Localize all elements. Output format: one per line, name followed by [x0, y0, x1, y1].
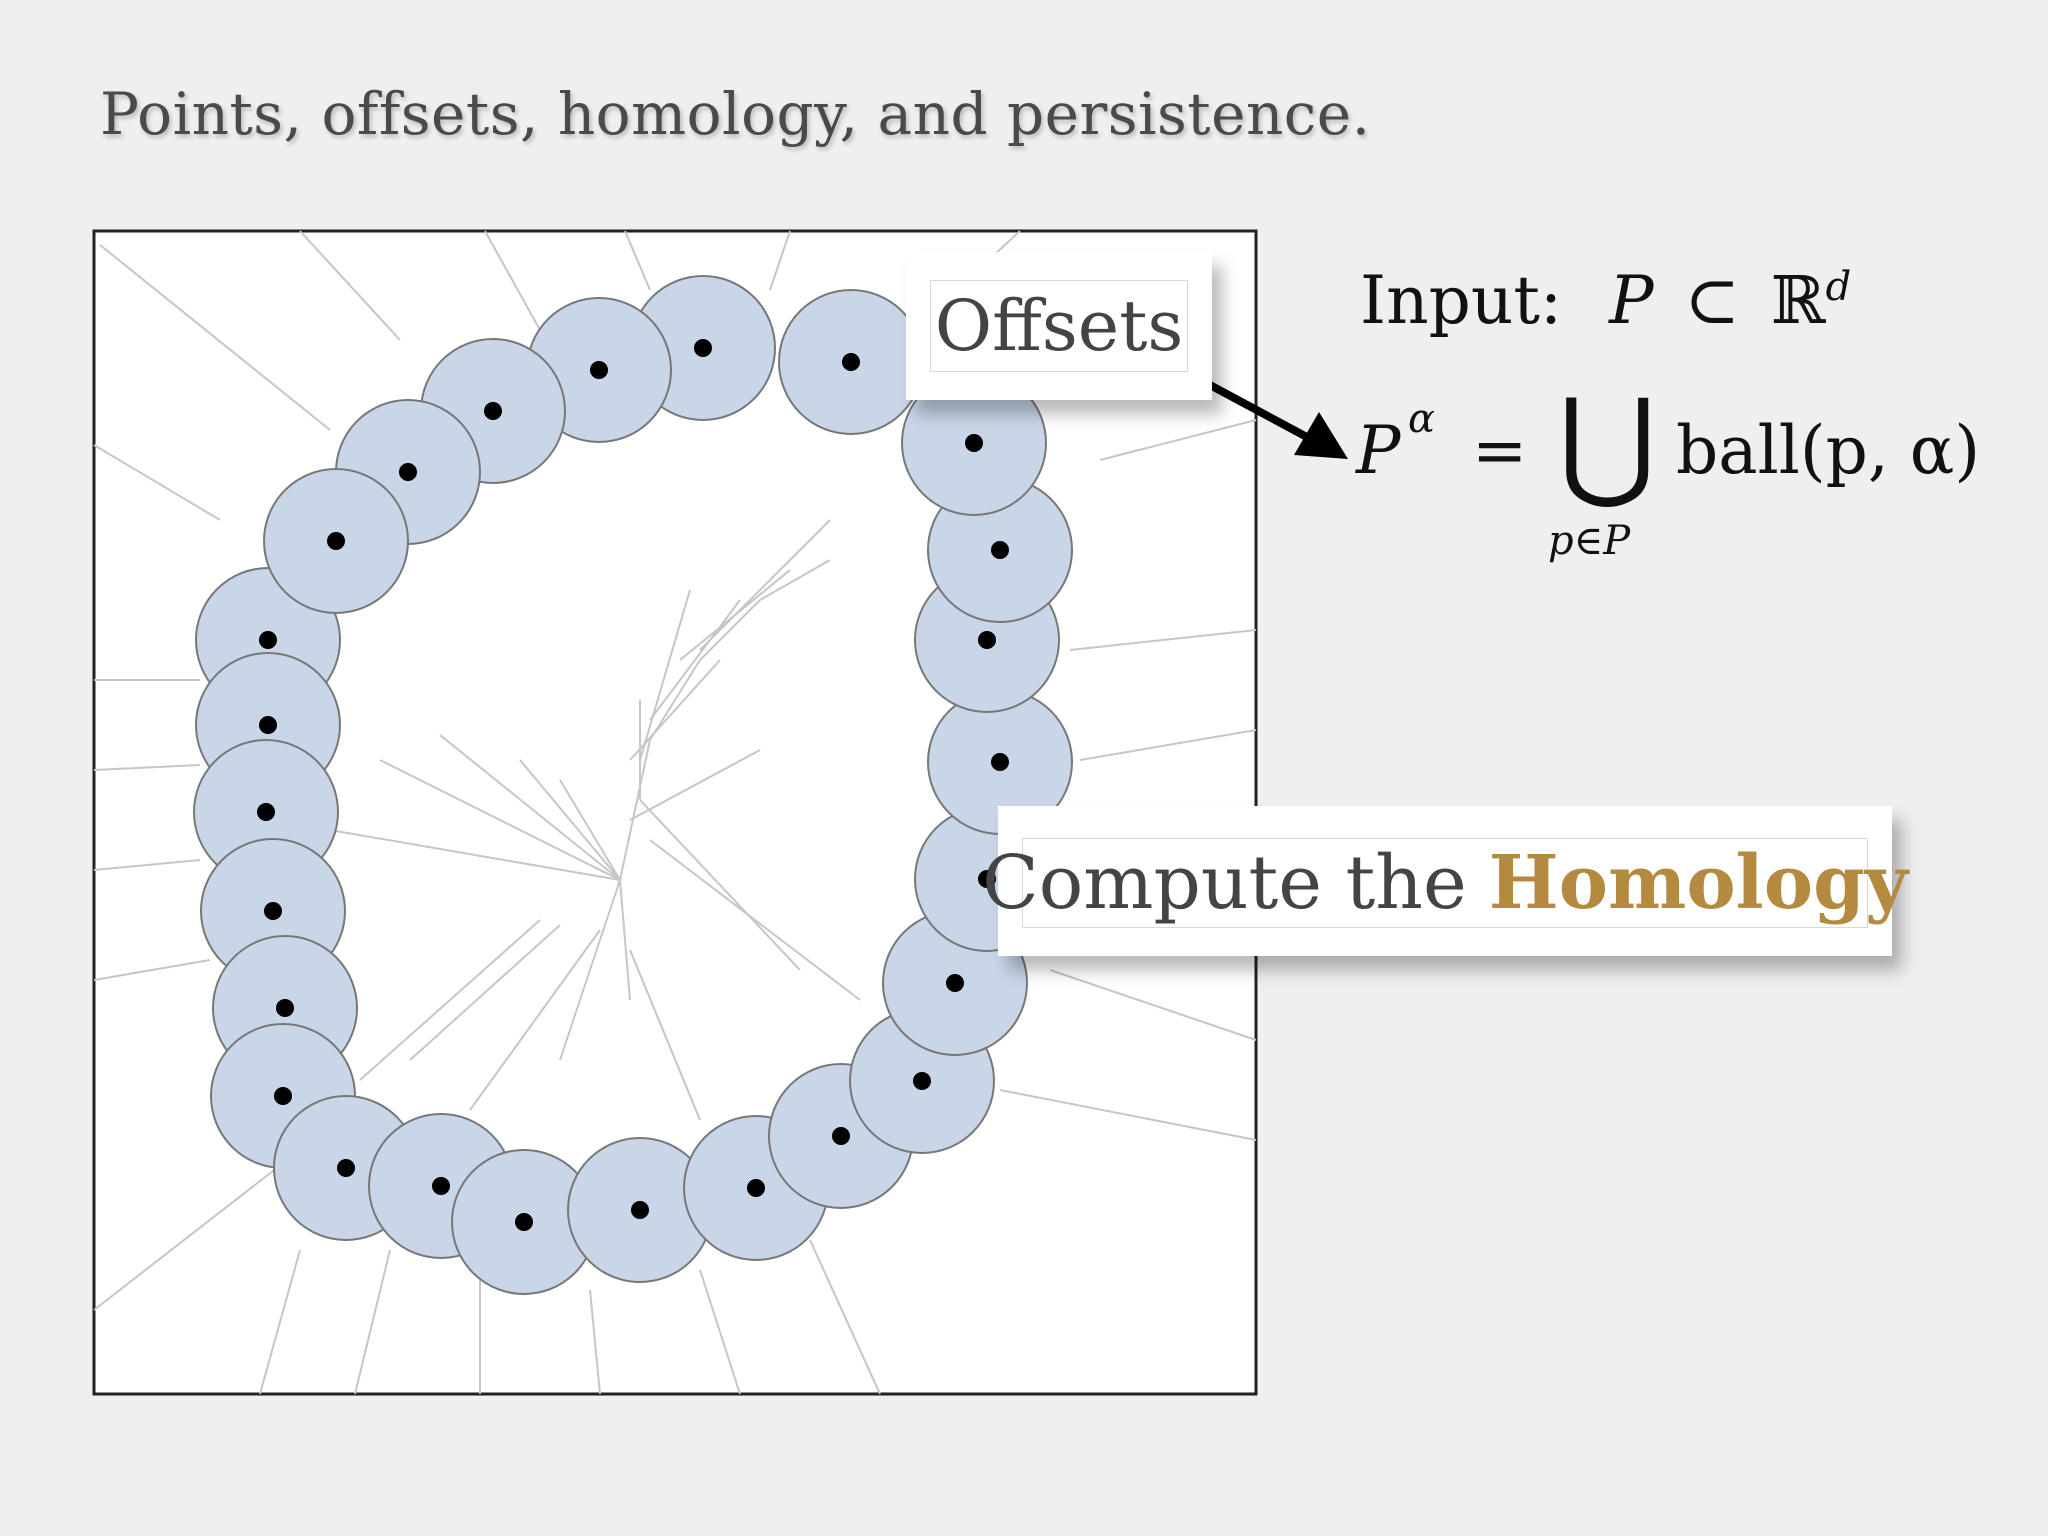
- input-point: [832, 1127, 850, 1145]
- voronoi-edge: [759, 559, 831, 601]
- homology-highlight: Homology: [1488, 840, 1908, 926]
- voronoi-edge: [93, 959, 211, 981]
- input-point: [946, 974, 964, 992]
- input-point: [747, 1179, 765, 1197]
- input-point: [631, 1201, 649, 1219]
- voronoi-edge: [559, 879, 621, 1061]
- voronoi-edge: [699, 1269, 741, 1395]
- voronoi-edges: [93, 230, 1257, 1395]
- voronoi-edge: [639, 589, 691, 761]
- voronoi-edge: [379, 759, 621, 881]
- voronoi-edge: [484, 230, 541, 331]
- input-points: [257, 339, 1009, 1231]
- voronoi-edge: [999, 1089, 1257, 1141]
- voronoi-edge: [93, 1149, 301, 1311]
- voronoi-edge: [99, 244, 331, 431]
- input-label: Input:: [1360, 262, 1563, 339]
- voronoi-edge: [769, 230, 791, 291]
- input-point: [259, 631, 277, 649]
- voronoi-edge: [299, 230, 401, 341]
- voronoi-edge: [1079, 729, 1257, 761]
- voronoi-edge: [619, 879, 631, 1001]
- input-point: [259, 716, 277, 734]
- voronoi-edge: [519, 759, 621, 881]
- voronoi-edge: [559, 779, 621, 881]
- offsets-label: Offsets: [930, 280, 1188, 372]
- union-symbol: ⋃: [1558, 374, 1657, 513]
- slide-title: Points, offsets, homology, and persisten…: [100, 80, 1371, 148]
- input-point: [327, 532, 345, 550]
- input-formula: Input: P ⊂ ℝd: [1360, 262, 1851, 339]
- voronoi-edge: [354, 1249, 391, 1395]
- offset-lhs: P: [1356, 412, 1401, 489]
- voronoi-edge: [639, 799, 801, 971]
- input-point: [978, 870, 996, 888]
- input-point: [991, 753, 1009, 771]
- voronoi-edge: [93, 444, 221, 521]
- voronoi-edge: [329, 829, 621, 881]
- voronoi-edge: [1049, 969, 1257, 1041]
- offsets-arrow-head: [1294, 412, 1348, 459]
- voronoi-edge: [1099, 419, 1257, 461]
- input-point: [276, 999, 294, 1017]
- input-point: [842, 353, 860, 371]
- voronoi-edge: [439, 734, 621, 881]
- input-point: [264, 902, 282, 920]
- input-point: [694, 339, 712, 357]
- voronoi-edge: [469, 929, 601, 1111]
- ball-term: ball(p, α): [1676, 412, 1981, 489]
- subset-symbol: ⊂: [1684, 262, 1740, 339]
- voronoi-edge: [93, 859, 201, 871]
- voronoi-edge: [624, 230, 651, 291]
- union-subscript: p∈P: [1548, 518, 1631, 564]
- input-point: [965, 434, 983, 452]
- input-point: [590, 361, 608, 379]
- offsets-callout: Offsets: [906, 252, 1212, 400]
- voronoi-edge: [409, 924, 561, 1061]
- dimension: d: [1825, 264, 1852, 310]
- input-point: [432, 1177, 450, 1195]
- real-space: ℝ: [1770, 262, 1826, 339]
- voronoi-edge: [649, 839, 861, 1001]
- voronoi-edge: [649, 599, 741, 721]
- voronoi-edge: [809, 1239, 881, 1395]
- voronoi-edge: [259, 1249, 301, 1395]
- equals-sign: =: [1472, 412, 1528, 489]
- voronoi-edge: [699, 599, 761, 661]
- input-point: [399, 463, 417, 481]
- input-point: [484, 402, 502, 420]
- voronoi-edge: [619, 739, 651, 881]
- input-point: [337, 1159, 355, 1177]
- input-set: P: [1609, 262, 1654, 339]
- voronoi-edge: [93, 764, 201, 771]
- input-point: [978, 631, 996, 649]
- voronoi-edge: [589, 1289, 601, 1395]
- input-point: [274, 1087, 292, 1105]
- input-point: [991, 541, 1009, 559]
- input-point: [913, 1072, 931, 1090]
- input-point: [515, 1213, 533, 1231]
- offset-superscript: α: [1408, 396, 1436, 442]
- voronoi-edge: [699, 519, 831, 651]
- input-point: [257, 803, 275, 821]
- voronoi-edge: [649, 659, 701, 741]
- voronoi-edge: [359, 919, 541, 1081]
- voronoi-edge: [629, 749, 761, 821]
- homology-prefix: Compute the: [982, 840, 1467, 926]
- voronoi-edge: [629, 949, 701, 1121]
- voronoi-edge: [1069, 629, 1257, 651]
